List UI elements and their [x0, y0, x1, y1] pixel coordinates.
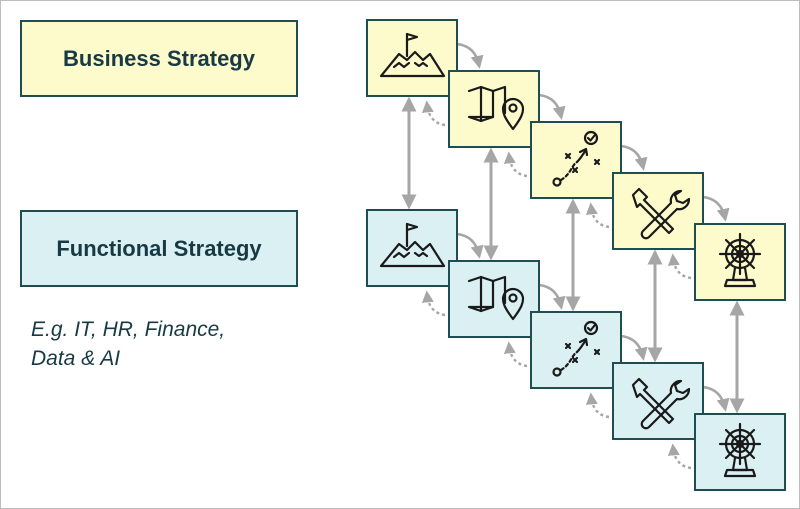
- examples-line-2: Data & AI: [31, 347, 121, 370]
- business-step-3: [530, 121, 622, 199]
- business-feedback-arrow-3: [585, 202, 610, 229]
- business-strategy-label: Business Strategy: [63, 45, 255, 71]
- functional-step-1: [366, 209, 458, 287]
- functional-step-3: [530, 311, 622, 389]
- functional-feedback-arrow-2: [503, 341, 528, 368]
- functional-step-4: [612, 362, 704, 440]
- business-forward-arrow-1: [456, 42, 484, 69]
- business-forward-arrow-2: [538, 93, 566, 120]
- functional-step-box-4: [612, 362, 704, 440]
- business-step-5: [694, 223, 786, 301]
- business-step-box-1: [366, 19, 458, 97]
- business-step-box-3: [530, 121, 622, 199]
- functional-step-2: [448, 260, 540, 338]
- business-step-2: [448, 70, 540, 148]
- functional-step-5: [694, 413, 786, 491]
- functional-examples-text: E.g. IT, HR, Finance, Data & AI: [31, 315, 311, 373]
- functional-strategy-label: Functional Strategy: [56, 235, 262, 261]
- business-forward-arrow-4: [702, 195, 730, 222]
- boxes-layer: [366, 19, 786, 491]
- functional-feedback-arrow-3: [585, 392, 610, 419]
- functional-feedback-arrow-1: [421, 290, 446, 317]
- functional-step-box-1: [366, 209, 458, 287]
- business-step-1: [366, 19, 458, 97]
- functional-forward-arrow-2: [538, 283, 566, 310]
- business-strategy-box: Business Strategy: [20, 20, 298, 97]
- functional-forward-arrow-3: [620, 334, 648, 361]
- business-forward-arrow-3: [620, 144, 648, 171]
- functional-step-box-3: [530, 311, 622, 389]
- functional-forward-arrow-4: [702, 385, 730, 412]
- business-feedback-arrow-4: [667, 253, 692, 280]
- functional-strategy-box: Functional Strategy: [20, 210, 298, 287]
- functional-forward-arrow-1: [456, 232, 484, 259]
- business-feedback-arrow-1: [421, 100, 446, 127]
- business-step-box-4: [612, 172, 704, 250]
- examples-line-1: E.g. IT, HR, Finance,: [31, 318, 226, 341]
- arrows-layer: [401, 42, 745, 470]
- business-step-4: [612, 172, 704, 250]
- functional-feedback-arrow-4: [667, 443, 692, 470]
- business-feedback-arrow-2: [503, 151, 528, 178]
